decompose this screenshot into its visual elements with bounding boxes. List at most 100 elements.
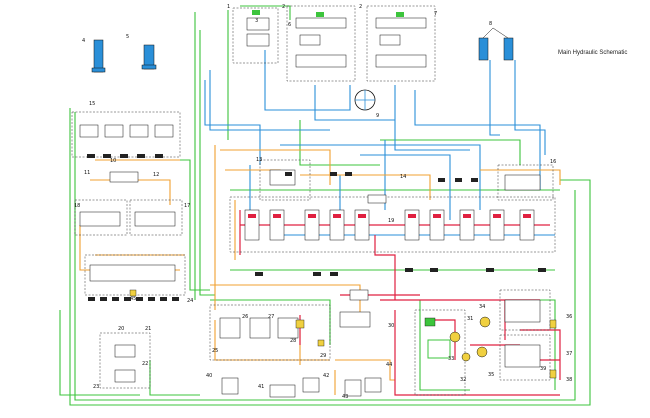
valve-2a-bottom <box>295 54 347 68</box>
callout-10: 10 <box>110 158 116 164</box>
callout-30: 30 <box>388 323 394 329</box>
pump-32 <box>461 352 471 362</box>
top-valve-indicators <box>252 10 404 17</box>
callout-41: 41 <box>258 384 264 390</box>
callout-2b: 2 <box>359 4 362 10</box>
callout-22: 22 <box>142 361 148 367</box>
callout-18: 18 <box>74 203 80 209</box>
callout-25: 25 <box>212 348 218 354</box>
green-mid-2 <box>380 139 521 165</box>
blue-line-6 <box>414 90 541 190</box>
valve-1-b <box>246 33 270 47</box>
orange-line-14 <box>335 359 395 381</box>
pumps <box>424 316 491 362</box>
valve-6 <box>299 34 321 46</box>
pump-33 <box>476 346 488 358</box>
callout-37: 37 <box>566 351 572 357</box>
callout-16: 16 <box>550 159 556 165</box>
orange-line-11 <box>210 284 361 315</box>
box-17 <box>129 199 183 236</box>
valve-26 <box>249 317 271 339</box>
blue-line-5 <box>394 85 470 151</box>
valve-11-12 <box>109 171 139 183</box>
callout-6: 6 <box>288 22 291 28</box>
orange-line-12 <box>214 320 330 361</box>
valve-30 <box>339 311 371 328</box>
blue-line-12 <box>360 154 451 220</box>
valve-22 <box>114 369 136 383</box>
valve-15-d <box>154 124 174 138</box>
swivel-joint-9 <box>354 89 376 111</box>
valve-21 <box>114 344 136 358</box>
filter-40 <box>221 377 239 395</box>
box-2b <box>366 5 436 82</box>
cylinder-pair-8 <box>478 27 514 61</box>
callout-38: 38 <box>566 377 572 383</box>
blue-line-10 <box>280 144 481 210</box>
top-valve-components <box>246 17 427 68</box>
blue-line-1 <box>204 80 261 165</box>
green-mid-1 <box>299 120 380 166</box>
callout-labels: 1 2 2 3 4 5 6 7 8 9 10 11 12 13 14 15 16… <box>74 4 572 400</box>
valve-7 <box>379 34 401 46</box>
callout-2a: 2 <box>282 4 285 10</box>
box-13 <box>259 159 311 201</box>
callout-35: 35 <box>488 372 494 378</box>
callout-11: 11 <box>84 170 90 176</box>
callout-43: 43 <box>342 394 348 400</box>
callout-3: 3 <box>255 18 258 24</box>
valve-25 <box>219 317 241 339</box>
pump-34 <box>479 316 491 328</box>
callout-7: 7 <box>434 11 437 17</box>
port-tags <box>87 154 546 301</box>
callout-27: 27 <box>268 314 274 320</box>
green-top-1 <box>240 5 291 20</box>
callout-23: 23 <box>93 384 99 390</box>
callout-4: 4 <box>82 38 85 44</box>
green-outer-loop <box>69 108 591 406</box>
blue-line-4 <box>314 85 395 121</box>
callout-15: 15 <box>89 101 95 107</box>
cylinder-5 <box>141 44 157 70</box>
callout-13: 13 <box>256 157 262 163</box>
box-1 <box>232 7 279 64</box>
pump-31 <box>449 331 461 343</box>
green-vertical-2 <box>199 30 215 296</box>
callout-14: 14 <box>400 174 406 180</box>
callout-5: 5 <box>126 34 129 40</box>
box-20-21 <box>99 332 151 389</box>
box-main-valve <box>229 196 556 253</box>
valve-42 <box>302 377 320 393</box>
blue-line-2 <box>209 70 330 131</box>
valve-1-a <box>246 17 270 31</box>
callout-42: 42 <box>323 373 329 379</box>
green-bottom-left <box>59 310 140 396</box>
valve-2b-top <box>375 17 427 29</box>
blue-line-3 <box>264 50 351 111</box>
red-line-5 <box>394 310 560 396</box>
blue-line-7 <box>489 60 500 136</box>
callout-40: 40 <box>206 373 212 379</box>
callout-44: 44 <box>386 362 392 368</box>
orange-line-10 <box>480 169 561 185</box>
red-line-6 <box>430 319 456 360</box>
callout-19: 19 <box>388 218 394 224</box>
left-valve-components <box>79 124 176 282</box>
callout-34: 34 <box>479 304 485 310</box>
valve-44 <box>364 377 382 393</box>
callout-32: 32 <box>460 377 466 383</box>
box-2a <box>286 5 356 82</box>
valve-17-body <box>134 211 176 227</box>
callout-9: 9 <box>376 113 379 119</box>
blue-line-8 <box>514 60 546 155</box>
box-16 <box>74 199 128 236</box>
valve-16b <box>504 174 541 191</box>
valve-43 <box>344 379 362 397</box>
valve-28 <box>349 289 369 301</box>
valve-27 <box>277 317 299 339</box>
valve-14b <box>367 194 387 204</box>
yellow-markers <box>129 289 557 379</box>
diagram-title: Main Hydraulic Schematic <box>558 50 628 56</box>
callout-28: 28 <box>290 338 296 344</box>
